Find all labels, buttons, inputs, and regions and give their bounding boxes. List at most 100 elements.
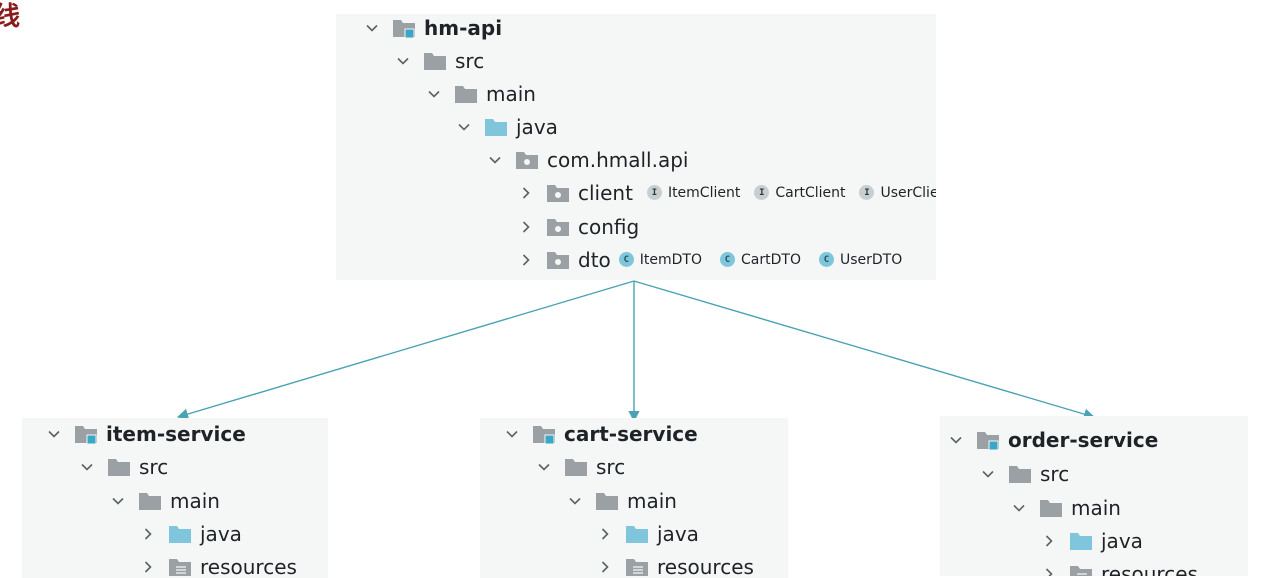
- chevron-down-icon[interactable]: [1009, 498, 1029, 518]
- chevron-down-icon[interactable]: [108, 491, 128, 511]
- class-item[interactable]: C UserDTO: [819, 252, 902, 268]
- resources-folder-icon: [168, 557, 192, 577]
- class-item[interactable]: C ItemDTO: [619, 252, 702, 268]
- cart-service-project-tree: cart-service src main java resources: [480, 418, 788, 578]
- chevron-down-icon[interactable]: [362, 18, 382, 38]
- chevron-down-icon[interactable]: [946, 430, 966, 450]
- resources-folder-icon: [1069, 564, 1093, 577]
- tree-row-resources[interactable]: resources: [138, 550, 297, 578]
- chevron-right-icon[interactable]: [595, 524, 615, 544]
- class-icon: C: [819, 252, 834, 267]
- class-icon: C: [619, 252, 634, 267]
- module-name: hm-api: [424, 16, 502, 40]
- tree-row-module[interactable]: item-service: [44, 418, 246, 450]
- corner-heading-fragment: 线: [0, 0, 20, 33]
- folder-label: main: [1071, 496, 1121, 520]
- tree-row-java[interactable]: java: [454, 110, 558, 143]
- class-name: ItemDTO: [640, 252, 702, 268]
- tree-row-main[interactable]: main: [1009, 491, 1121, 524]
- tree-row-module[interactable]: cart-service: [502, 418, 698, 450]
- chevron-down-icon[interactable]: [424, 84, 444, 104]
- tree-row-config[interactable]: config: [516, 210, 639, 243]
- chevron-down-icon[interactable]: [565, 491, 585, 511]
- chevron-right-icon[interactable]: [1039, 564, 1059, 577]
- tree-row-module[interactable]: hm-api: [362, 14, 502, 44]
- tree-row-module[interactable]: order-service: [946, 423, 1158, 456]
- chevron-down-icon[interactable]: [44, 424, 64, 444]
- folder-label: java: [516, 115, 558, 139]
- tree-row-java[interactable]: java: [595, 517, 699, 550]
- class-name: ItemClient: [668, 185, 740, 201]
- module-folder-icon: [976, 430, 1000, 450]
- package-icon: [515, 150, 539, 170]
- class-name: UserDTO: [840, 252, 902, 268]
- folder-label: java: [1101, 529, 1143, 553]
- tree-row-main[interactable]: main: [565, 484, 677, 517]
- chevron-right-icon[interactable]: [1039, 531, 1059, 551]
- module-folder-icon: [74, 424, 98, 444]
- chevron-right-icon[interactable]: [516, 217, 536, 237]
- tree-row-src[interactable]: src: [393, 44, 484, 77]
- folder-icon: [1039, 498, 1063, 518]
- tree-row-src[interactable]: src: [534, 450, 625, 483]
- folder-label: main: [486, 82, 536, 106]
- folder-icon: [595, 491, 619, 511]
- tree-row-java[interactable]: java: [1039, 524, 1143, 557]
- tree-row-java[interactable]: java: [138, 517, 242, 550]
- package-label: client: [578, 181, 633, 205]
- module-folder-icon: [532, 424, 556, 444]
- source-folder-icon: [168, 524, 192, 544]
- chevron-right-icon[interactable]: [595, 557, 615, 577]
- package-icon: [546, 217, 570, 237]
- folder-icon: [138, 491, 162, 511]
- folder-label: main: [170, 489, 220, 513]
- chevron-down-icon[interactable]: [454, 117, 474, 137]
- package-icon: [546, 250, 570, 270]
- chevron-down-icon[interactable]: [393, 51, 413, 71]
- module-name: item-service: [106, 422, 246, 446]
- package-label: dto: [578, 248, 611, 272]
- folder-icon: [1008, 464, 1032, 484]
- folder-label: src: [1040, 462, 1069, 486]
- tree-row-resources[interactable]: resources: [1039, 557, 1198, 576]
- folder-label: main: [627, 489, 677, 513]
- tree-row-package[interactable]: com.hmall.api: [485, 143, 688, 176]
- tree-row-resources[interactable]: resources: [595, 550, 754, 578]
- folder-label: resources: [200, 555, 297, 578]
- folder-icon: [423, 51, 447, 71]
- chevron-right-icon[interactable]: [516, 250, 536, 270]
- interface-item[interactable]: IUserClient: [859, 185, 936, 201]
- chevron-down-icon[interactable]: [485, 150, 505, 170]
- chevron-down-icon[interactable]: [978, 464, 998, 484]
- class-name: CartClient: [775, 185, 845, 201]
- chevron-right-icon[interactable]: [138, 524, 158, 544]
- chevron-down-icon[interactable]: [77, 457, 97, 477]
- source-folder-icon: [1069, 531, 1093, 551]
- folder-label: src: [139, 455, 168, 479]
- folder-label: src: [455, 49, 484, 73]
- chevron-right-icon[interactable]: [138, 557, 158, 577]
- order-service-project-tree: order-service src main java resources: [940, 416, 1248, 576]
- chevron-right-icon[interactable]: [516, 183, 536, 203]
- module-name: order-service: [1008, 428, 1158, 452]
- chevron-down-icon[interactable]: [534, 457, 554, 477]
- tree-row-main[interactable]: main: [424, 77, 536, 110]
- package-label: config: [578, 215, 639, 239]
- chevron-down-icon[interactable]: [502, 424, 522, 444]
- tree-row-src[interactable]: src: [978, 457, 1069, 490]
- folder-label: resources: [657, 555, 754, 578]
- resources-folder-icon: [625, 557, 649, 577]
- item-service-project-tree: item-service src main java resources: [22, 418, 328, 578]
- folder-icon: [454, 84, 478, 104]
- tree-row-src[interactable]: src: [77, 450, 168, 483]
- interface-icon: I: [859, 185, 874, 200]
- tree-row-main[interactable]: main: [108, 484, 220, 517]
- module-folder-icon: [392, 18, 416, 38]
- package-name: com.hmall.api: [547, 148, 688, 172]
- folder-label: resources: [1101, 562, 1198, 577]
